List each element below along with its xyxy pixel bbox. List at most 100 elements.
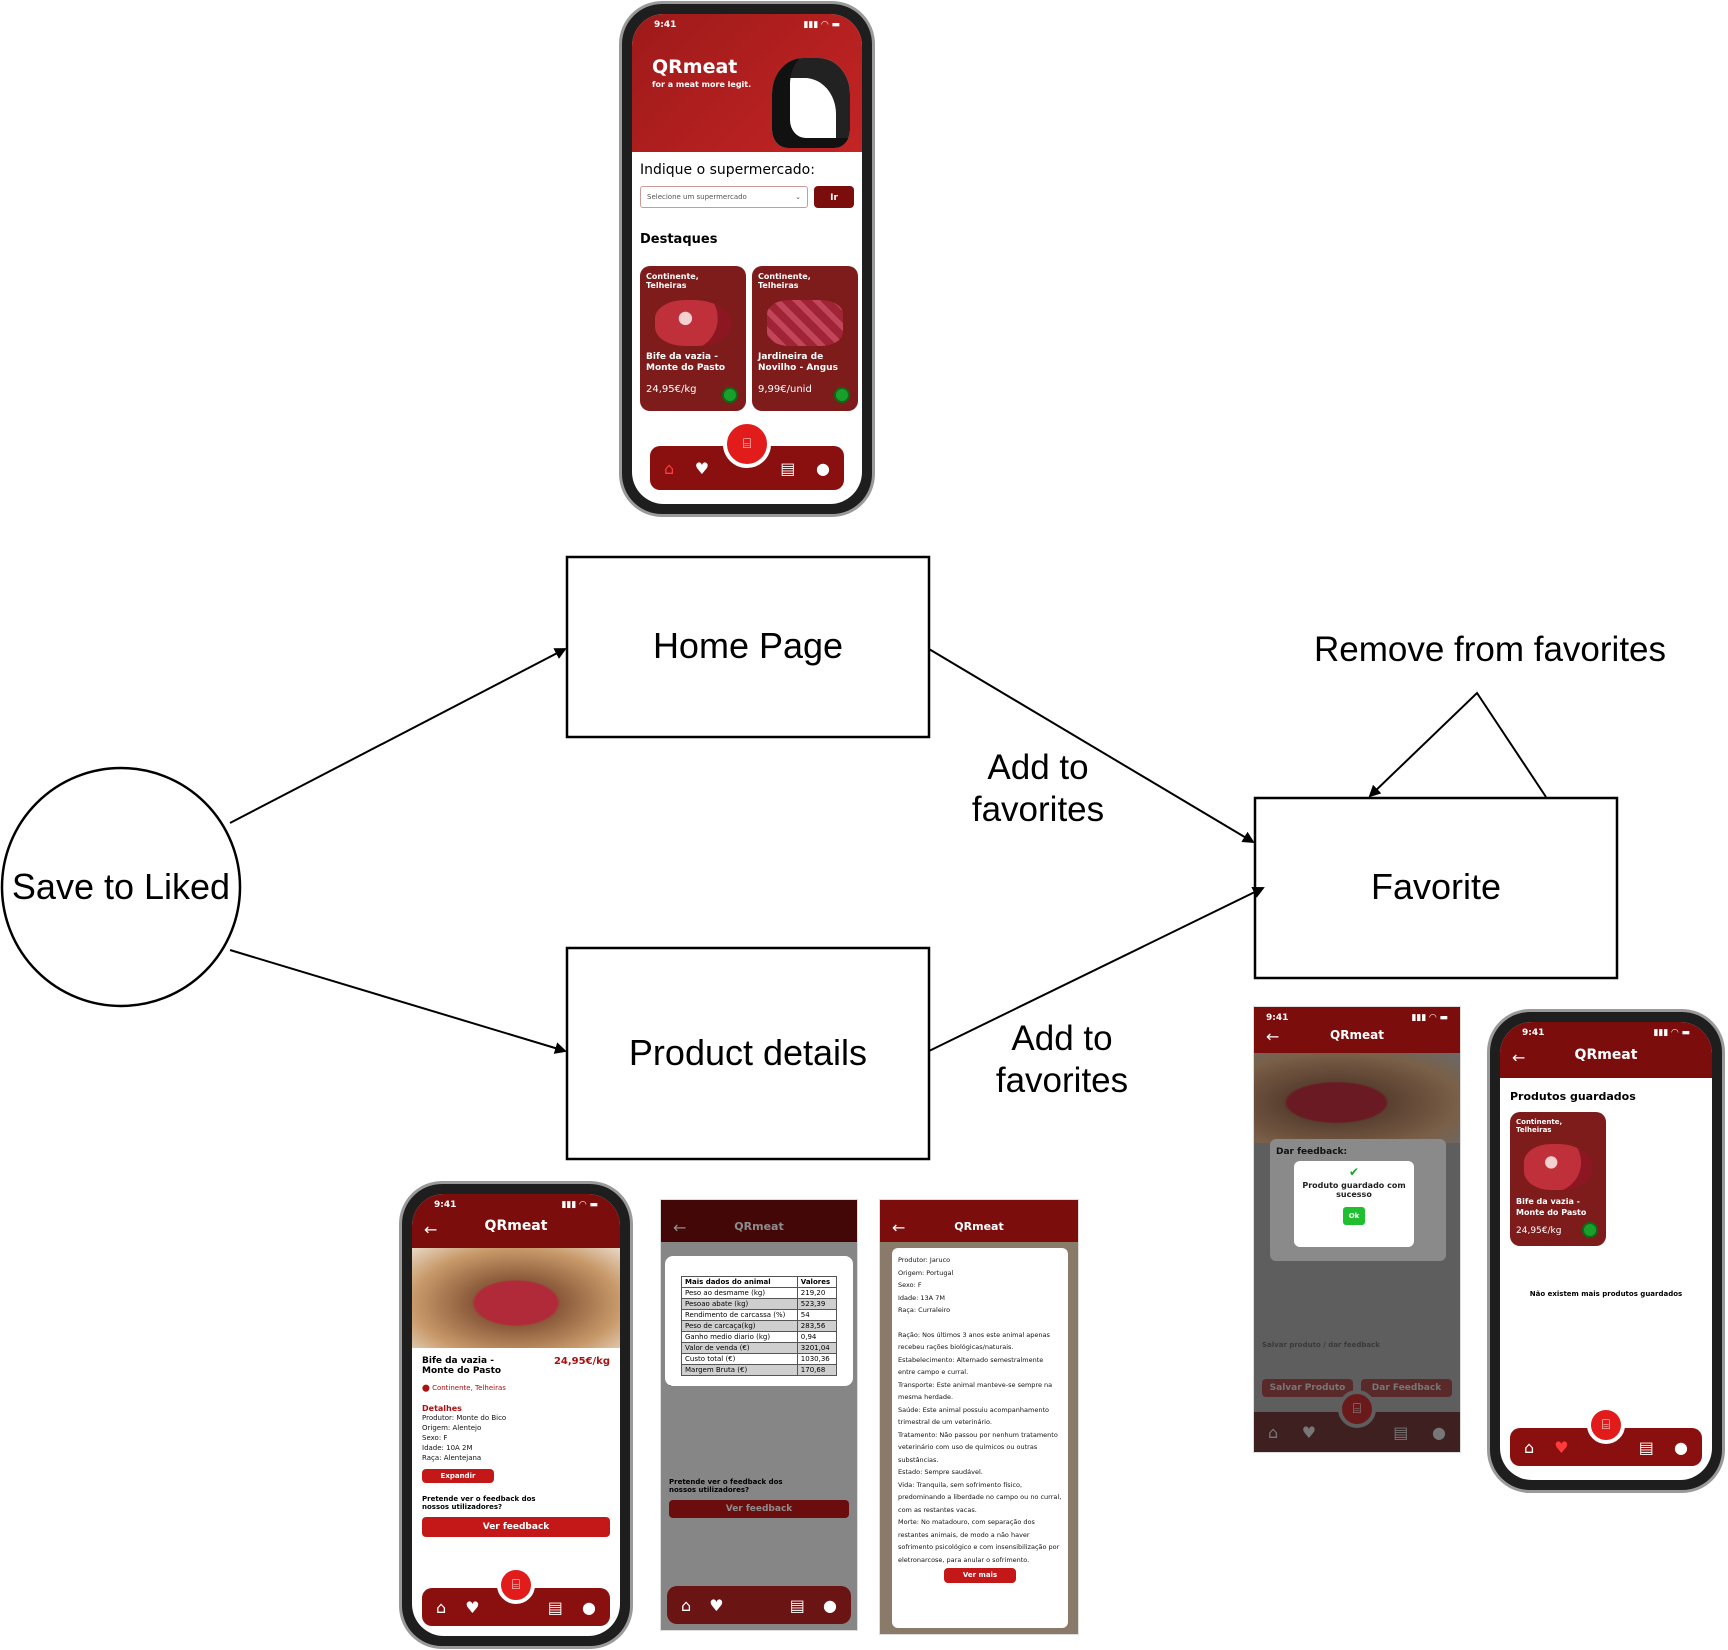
home-icon[interactable]: ⌂ [681,1595,692,1615]
news-icon[interactable]: ▤ [547,1597,563,1617]
node-product-details: Product details [565,946,931,1161]
phone-product-details: 9:41 ▮▮▮ ◠ ▬ ← QRmeat Bife da vazia - Mon… [402,1184,630,1646]
back-arrow-icon[interactable]: ← [673,1218,687,1237]
app-title: QRmeat [734,1219,784,1233]
edge-label-add-2a: Add to [1011,1019,1112,1058]
card-location: Continente, Telheiras [646,272,699,290]
product-image [1254,1053,1460,1143]
app-logo-title: QRmeat [652,56,738,78]
steak-image [1524,1144,1592,1190]
home-icon[interactable]: ⌂ [1524,1437,1535,1457]
saved-message: Produto guardado com sucesso [1302,1181,1406,1199]
news-icon[interactable]: ▤ [1393,1422,1409,1442]
product-price: 24,95€/kg [553,1356,610,1367]
bottom-nav: ⌂ ♥ ▤ ● ⌸ [1254,1390,1460,1452]
app-title: QRmeat [954,1219,1004,1233]
available-icon [722,387,738,403]
svg-text:Favorite: Favorite [1371,866,1501,907]
card-location: Continente, Telheiras [758,272,811,290]
qr-scan-icon[interactable]: ⌸ [723,420,771,468]
card-name: Jardineira de Novilho - Angus [758,352,838,373]
empty-message: Não existem mais produtos guardados [1529,1290,1683,1298]
product-location: Continente, Telheiras [432,1384,506,1392]
saved-products-title: Produtos guardados [1510,1090,1636,1103]
app-title: QRmeat [484,1218,548,1234]
status-icons: ▮▮▮ ◠ ▬ [1411,1013,1448,1023]
view-feedback-button[interactable]: Ver feedback [422,1517,610,1537]
heart-icon[interactable]: ♥ [1554,1437,1569,1457]
svg-text:Save to Liked: Save to Liked [12,866,230,907]
user-icon[interactable]: ● [1674,1437,1688,1457]
product-image [412,1248,620,1348]
heart-icon[interactable]: ♥ [1301,1422,1317,1442]
saved-dialog: Dar feedback: ✔ Produto guardado com suc… [1270,1139,1446,1261]
product-name: Bife da vazia - Monte do Pasto [422,1356,502,1376]
bottom-nav: ⌂ ♥ ▤ ● [667,1586,851,1624]
chevron-down-icon: ⌄ [795,193,801,201]
status-icons: ▮▮▮ ◠ ▬ [803,20,840,30]
news-icon[interactable]: ▤ [789,1595,805,1615]
app-title: QRmeat [1330,1028,1384,1042]
bottom-nav: ⌂ ♥ ▤ ● ⌸ [650,420,844,490]
card-price: 24,95€/kg [1516,1226,1562,1236]
give-feedback-button[interactable]: Dar Feedback [1361,1379,1452,1397]
edge-details-to-favorite [928,886,1265,1052]
node-save-to-liked: Save to Liked [0,766,242,1008]
status-icons: ▮▮▮ ◠ ▬ [561,1200,598,1210]
heart-icon[interactable]: ♥ [465,1597,480,1617]
highlight-card-1[interactable]: Continente, Telheiras Bife da vazia - Mo… [640,266,746,411]
saved-product-card[interactable]: Continente, Telheiras Bife da vazia - Mo… [1510,1112,1606,1246]
phone-favorites: 9:41▮▮▮ ◠ ▬ ← QRmeat Produtos guardados … [1490,1012,1722,1490]
edge-save-to-home [229,648,567,824]
supermarket-select[interactable]: Selecione um supermercado⌄ [640,186,808,208]
feedback-question: Pretende ver o feedback dos nossos utili… [669,1478,783,1494]
card-name: Bife da vazia - Monte do Pasto [1516,1197,1587,1217]
status-time: 9:41 [1266,1013,1289,1023]
edge-home-to-favorite [928,648,1255,844]
heart-icon[interactable]: ♥ [694,458,710,478]
diced-meat-image [767,300,843,346]
status-time: 9:41 [434,1200,457,1210]
save-product-button[interactable]: Salvar Produto [1262,1379,1353,1397]
user-icon[interactable]: ● [1432,1422,1446,1442]
back-arrow-icon[interactable]: ← [424,1220,438,1239]
qr-scan-icon[interactable]: ⌸ [1587,1406,1625,1444]
user-icon[interactable]: ● [582,1597,596,1617]
heart-icon[interactable]: ♥ [709,1595,724,1615]
expand-button[interactable]: Expandir [422,1469,494,1483]
ok-button[interactable]: Ok [1343,1207,1365,1225]
available-icon [834,387,850,403]
news-icon[interactable]: ▤ [1638,1437,1654,1457]
home-icon[interactable]: ⌂ [664,458,675,478]
back-arrow-icon[interactable]: ← [892,1218,906,1237]
app-title: QRmeat [1574,1047,1638,1063]
qr-scan-icon[interactable]: ⌸ [1338,1390,1376,1428]
news-icon[interactable]: ▤ [780,458,796,478]
node-favorite: Favorite [1253,796,1619,980]
user-icon[interactable]: ● [823,1595,837,1615]
user-icon[interactable]: ● [816,458,830,478]
location-pin-icon: ⬤ [422,1384,433,1392]
details-title: Detalhes [422,1404,462,1413]
go-button[interactable]: Ir [814,186,854,208]
home-icon[interactable]: ⌂ [1268,1422,1279,1442]
phone-animal-data-popup: ← QRmeat Detalhes Pretende ver o feedbac… [661,1200,857,1630]
back-arrow-icon[interactable]: ← [1266,1027,1280,1046]
card-price: 9,99€/unid [758,384,812,395]
highlight-card-2[interactable]: Continente, Telheiras Jardineira de Novi… [752,266,858,411]
status-icons: ▮▮▮ ◠ ▬ [1653,1028,1690,1038]
home-icon[interactable]: ⌂ [436,1597,447,1617]
card-location: Continente, Telheiras [1516,1118,1563,1134]
app-tagline: for a meat more legit. [652,80,752,89]
phone-home-screen: 9:41▮▮▮ ◠ ▬ QRmeat for a meat more legit… [622,4,872,514]
edge-label-add-1b: favorites [972,790,1104,829]
back-arrow-icon[interactable]: ← [1512,1048,1526,1067]
view-feedback-button[interactable]: Ver feedback [669,1500,849,1518]
see-more-button[interactable]: Ver mais [944,1568,1016,1583]
edge-save-to-details [229,949,567,1054]
qr-scan-icon[interactable]: ⌸ [497,1566,535,1604]
edge-label-add-2b: favorites [996,1061,1128,1100]
